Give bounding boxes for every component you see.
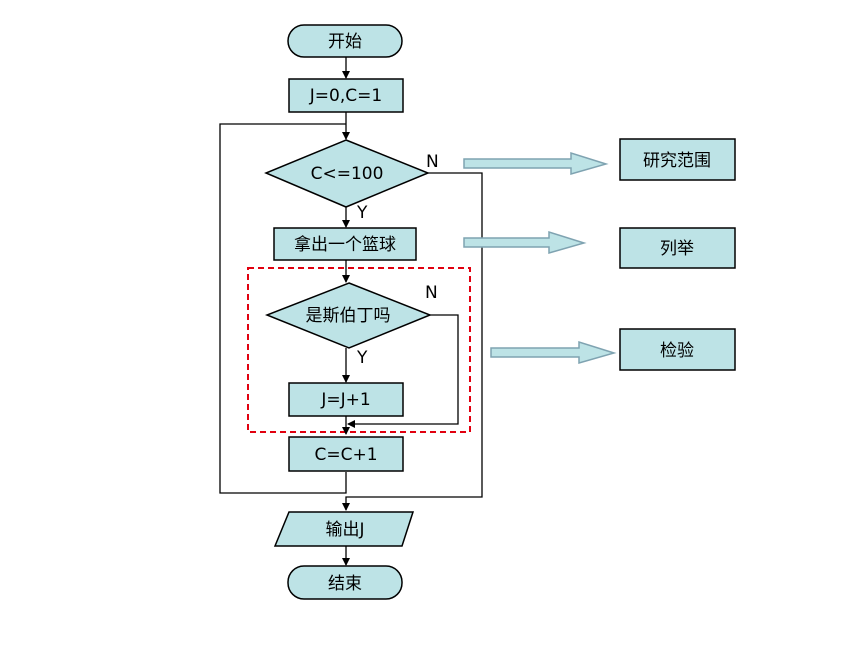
condition-yes-label: Y xyxy=(356,203,368,223)
edge-loop-back xyxy=(219,123,347,494)
annotation-verify-label: 检验 xyxy=(660,341,694,361)
check-no-label: N xyxy=(425,283,438,303)
annotation-enumerate: 列举 xyxy=(463,227,736,269)
annotation-scope: 研究范围 xyxy=(463,138,736,181)
annotation-enumerate-label: 列举 xyxy=(660,239,694,259)
init-label: J=0,C=1 xyxy=(309,86,382,106)
annotation-scope-arrow xyxy=(463,151,609,175)
check-label: 是斯伯丁吗 xyxy=(306,306,391,326)
check-yes-label: Y xyxy=(356,348,368,368)
start-label: 开始 xyxy=(328,32,362,52)
annotation-verify-arrow xyxy=(490,340,617,364)
edge-check-no xyxy=(347,314,459,428)
annotation-enumerate-arrow xyxy=(463,230,587,254)
increment-c-node: C=C+1 xyxy=(288,436,404,472)
annotation-scope-label: 研究范围 xyxy=(643,151,711,171)
increment-j-node: J=J+1 xyxy=(288,382,404,417)
increment-c-label: C=C+1 xyxy=(314,445,377,465)
annotation-verify: 检验 xyxy=(490,328,736,371)
init-node: J=0,C=1 xyxy=(288,78,404,113)
end-node: 结束 xyxy=(287,565,403,600)
output-label: 输出J xyxy=(325,520,364,540)
edge-condition-no xyxy=(342,172,483,511)
loop-condition-label: C<=100 xyxy=(311,164,384,184)
flow-edges xyxy=(219,57,483,566)
check-node: 是斯伯丁吗 xyxy=(264,282,433,349)
verification-region xyxy=(247,267,471,433)
increment-j-label: J=J+1 xyxy=(320,390,370,410)
output-node: 输出J xyxy=(273,511,415,547)
condition-no-label: N xyxy=(426,152,439,172)
start-node: 开始 xyxy=(287,24,403,58)
end-label: 结束 xyxy=(328,574,362,594)
take-ball-node: 拿出一个篮球 xyxy=(273,227,417,261)
take-ball-label: 拿出一个篮球 xyxy=(294,234,396,255)
loop-condition-node: C<=100 xyxy=(264,139,430,208)
